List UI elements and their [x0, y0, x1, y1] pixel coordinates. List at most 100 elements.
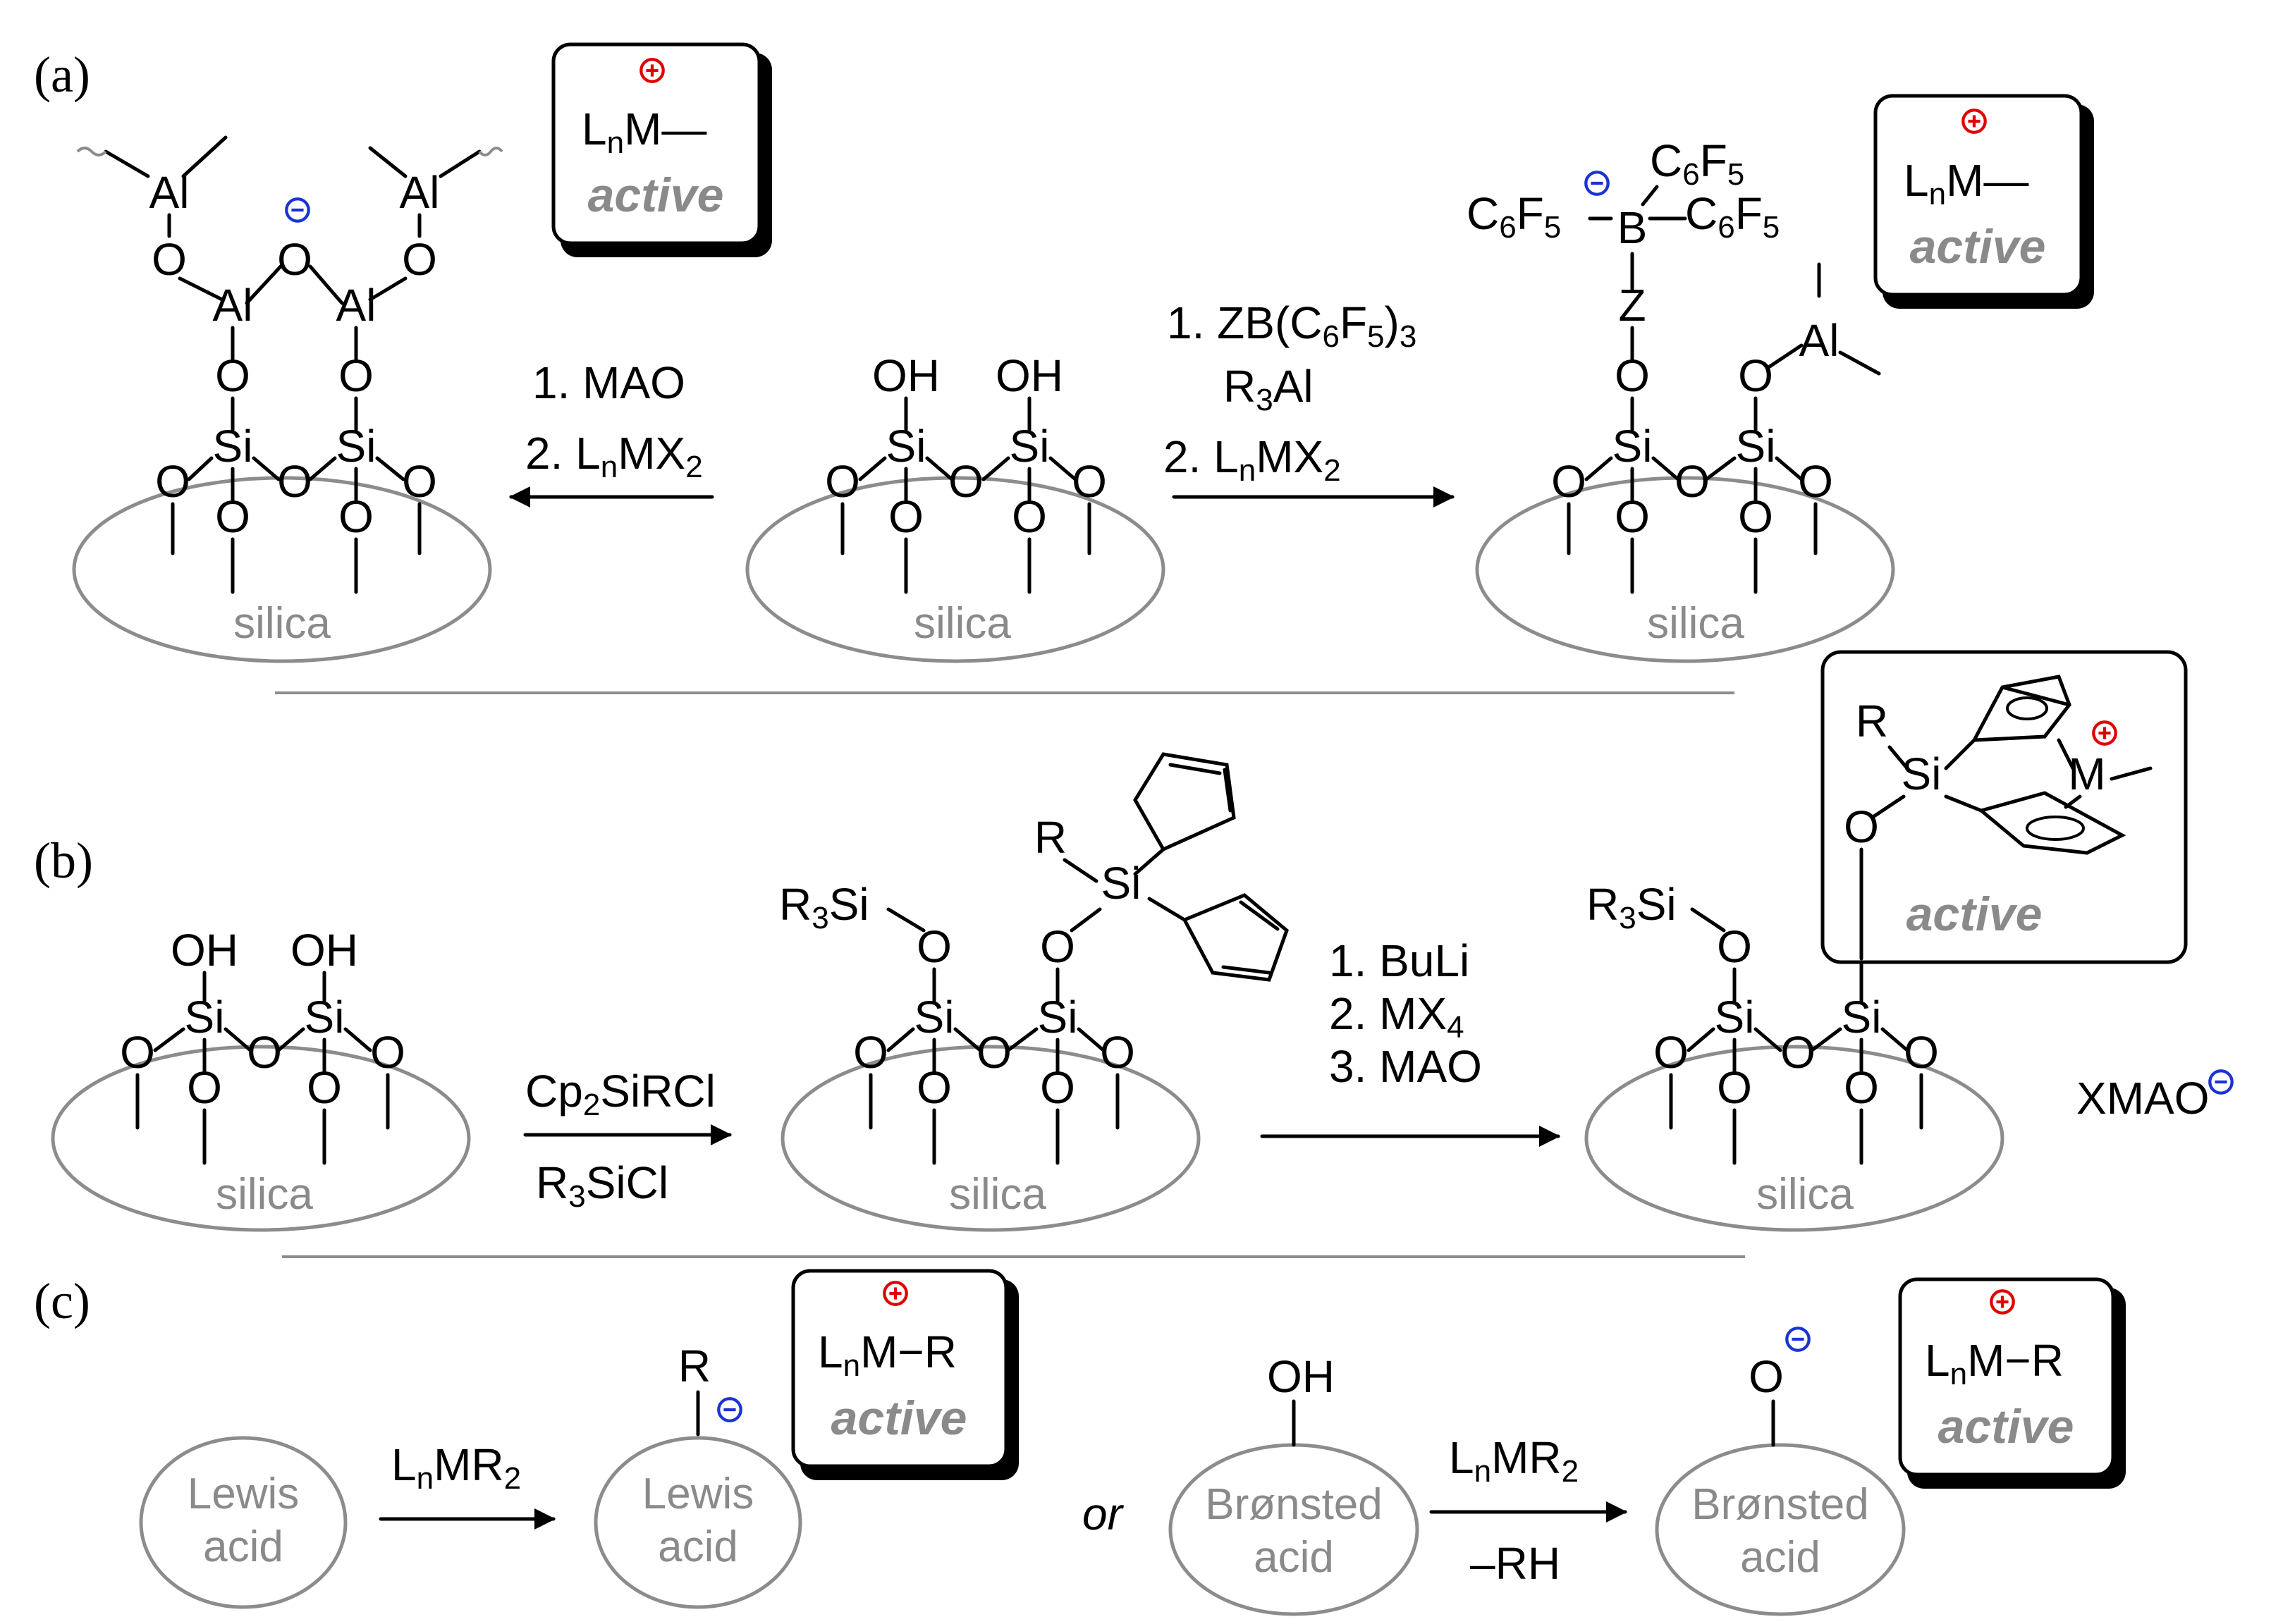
svg-text:O: O — [152, 234, 187, 285]
svg-text:O: O — [1551, 456, 1586, 507]
active-cation-box-c2: LnM−R active — [1898, 1277, 2126, 1489]
svg-text:O: O — [1653, 1027, 1689, 1078]
bronsted-acid-support — [1168, 1443, 1419, 1616]
alkyl-r: R — [678, 1341, 711, 1391]
r3si-label: R3Si — [1586, 879, 1677, 935]
svg-text:O: O — [1100, 1027, 1135, 1078]
svg-text:O: O — [1072, 456, 1107, 507]
svg-text:O: O — [977, 1027, 1012, 1078]
silica-label: silica — [1756, 1170, 1854, 1219]
lewis-acid-support — [594, 1436, 802, 1609]
anion-charge-icon — [1787, 1328, 1808, 1350]
svg-text:Si: Si — [1101, 858, 1141, 909]
svg-text:Si: Si — [1902, 749, 1942, 799]
svg-text:acid: acid — [1740, 1533, 1820, 1582]
svg-text:O: O — [277, 456, 312, 507]
step-buli: 1. BuLi — [1329, 935, 1469, 986]
active-label: active — [1906, 887, 2043, 941]
svg-text:O: O — [1040, 921, 1075, 972]
active-cation-box-c1: LnM−R active — [791, 1269, 1019, 1480]
anion-charge-icon — [1586, 172, 1608, 194]
svg-text:acid: acid — [1254, 1533, 1334, 1582]
anion-charge-icon — [718, 1398, 740, 1420]
borate-supported-silica: silica Si Si O O O O O O O Z B Al C6F5 C… — [1467, 135, 1895, 663]
panel-label-c: (c) — [34, 1273, 90, 1329]
svg-text:O: O — [277, 234, 312, 285]
silica-support — [745, 476, 1165, 663]
svg-text:R: R — [1856, 696, 1888, 746]
reagent-lnmr2-c1: LnMR2 — [391, 1439, 521, 1496]
reagent-mao: 1. MAO — [532, 357, 685, 408]
cp-silyl-silica: silica Si Si O O O O O O O Si R R3Si — [779, 752, 1289, 1232]
reagent-lnmr2-c2: LnMR2 — [1449, 1432, 1579, 1489]
byproduct-rh: –RH — [1470, 1538, 1560, 1589]
svg-text:O: O — [1904, 1027, 1939, 1078]
svg-text:O: O — [120, 1027, 155, 1078]
svg-text:M: M — [2068, 749, 2105, 799]
silica-label: silica — [233, 599, 331, 648]
svg-text:Brønsted: Brønsted — [1691, 1480, 1869, 1529]
cation-label: LnM— — [582, 104, 706, 160]
counterion-xmao: XMAO — [2076, 1073, 2209, 1124]
panel-label-b: (b) — [34, 832, 93, 889]
r3si-label: R3Si — [779, 879, 869, 935]
lewis-acid-start: Lewis acid — [139, 1436, 348, 1609]
lewis-word: Lewis — [188, 1470, 300, 1518]
svg-text:OH: OH — [872, 350, 940, 401]
acid-word: acid — [203, 1522, 283, 1571]
cation-label: LnM— — [1904, 155, 2028, 211]
svg-text:O: O — [1844, 801, 1879, 852]
bronsted-acid-start: Brønsted acid OH — [1168, 1351, 1419, 1616]
svg-text:O: O — [1749, 1351, 1784, 1402]
bare-silica: silica OH OH Si Si O O O O O — [745, 350, 1165, 663]
mao-supported-silica: silica Si Si O O O O O O O Al Al O O O A… — [72, 135, 503, 663]
silica-support — [1584, 1045, 2004, 1232]
panel-label-a: (a) — [34, 47, 90, 103]
active-label: active — [831, 1391, 967, 1445]
svg-text:O: O — [825, 456, 860, 507]
silica-support — [781, 1045, 1201, 1232]
silica-support — [51, 1045, 471, 1232]
bronsted-acid-product: Brønsted acid O — [1655, 1328, 1906, 1616]
c6f5-top: C6F5 — [1650, 135, 1744, 192]
svg-text:Lewis: Lewis — [642, 1470, 754, 1518]
reagent-lnmx2-left: 2. LnMX2 — [525, 428, 703, 484]
svg-text:O: O — [402, 456, 437, 507]
svg-text:B: B — [1617, 202, 1648, 253]
svg-text:Al: Al — [213, 280, 253, 331]
active-metallocene-box: O Si R M active — [1820, 650, 2188, 964]
reagent-zb: 1. ZB(C6F5)3 — [1167, 297, 1416, 354]
svg-text:OH: OH — [996, 350, 1063, 401]
svg-text:O: O — [1675, 456, 1710, 507]
svg-text:OH: OH — [171, 925, 238, 976]
svg-text:O: O — [853, 1027, 888, 1078]
c6f5-right: C6F5 — [1685, 188, 1780, 245]
active-cation-box-a2: LnM— active — [1873, 94, 2094, 309]
silica-support — [72, 476, 492, 663]
silica-label: silica — [216, 1170, 313, 1219]
anion-charge-icon — [2210, 1071, 2232, 1093]
active-label: active — [1938, 1400, 2074, 1453]
svg-text:OH: OH — [290, 925, 358, 976]
c6f5-left: C6F5 — [1467, 188, 1561, 245]
svg-text:R: R — [1034, 812, 1067, 863]
svg-text:O: O — [1780, 1027, 1816, 1078]
svg-text:Al: Al — [336, 280, 377, 331]
active-label: active — [588, 168, 724, 222]
silica-support — [1475, 476, 1895, 663]
lewis-acid-product: Lewis acid R — [594, 1341, 802, 1609]
svg-text:acid: acid — [658, 1522, 738, 1571]
svg-text:O: O — [370, 1027, 405, 1078]
lewis-acid-support — [139, 1436, 348, 1609]
svg-text:O: O — [402, 234, 437, 285]
svg-text:Al: Al — [1799, 315, 1840, 366]
svg-text:O: O — [247, 1027, 282, 1078]
svg-text:O: O — [948, 456, 984, 507]
bronsted-acid-support — [1655, 1443, 1906, 1616]
reagent-r3al: R3Al — [1223, 361, 1314, 417]
step-mx4: 2. MX4 — [1329, 988, 1464, 1045]
step-mao: 3. MAO — [1329, 1041, 1482, 1092]
or-label: or — [1082, 1489, 1125, 1539]
